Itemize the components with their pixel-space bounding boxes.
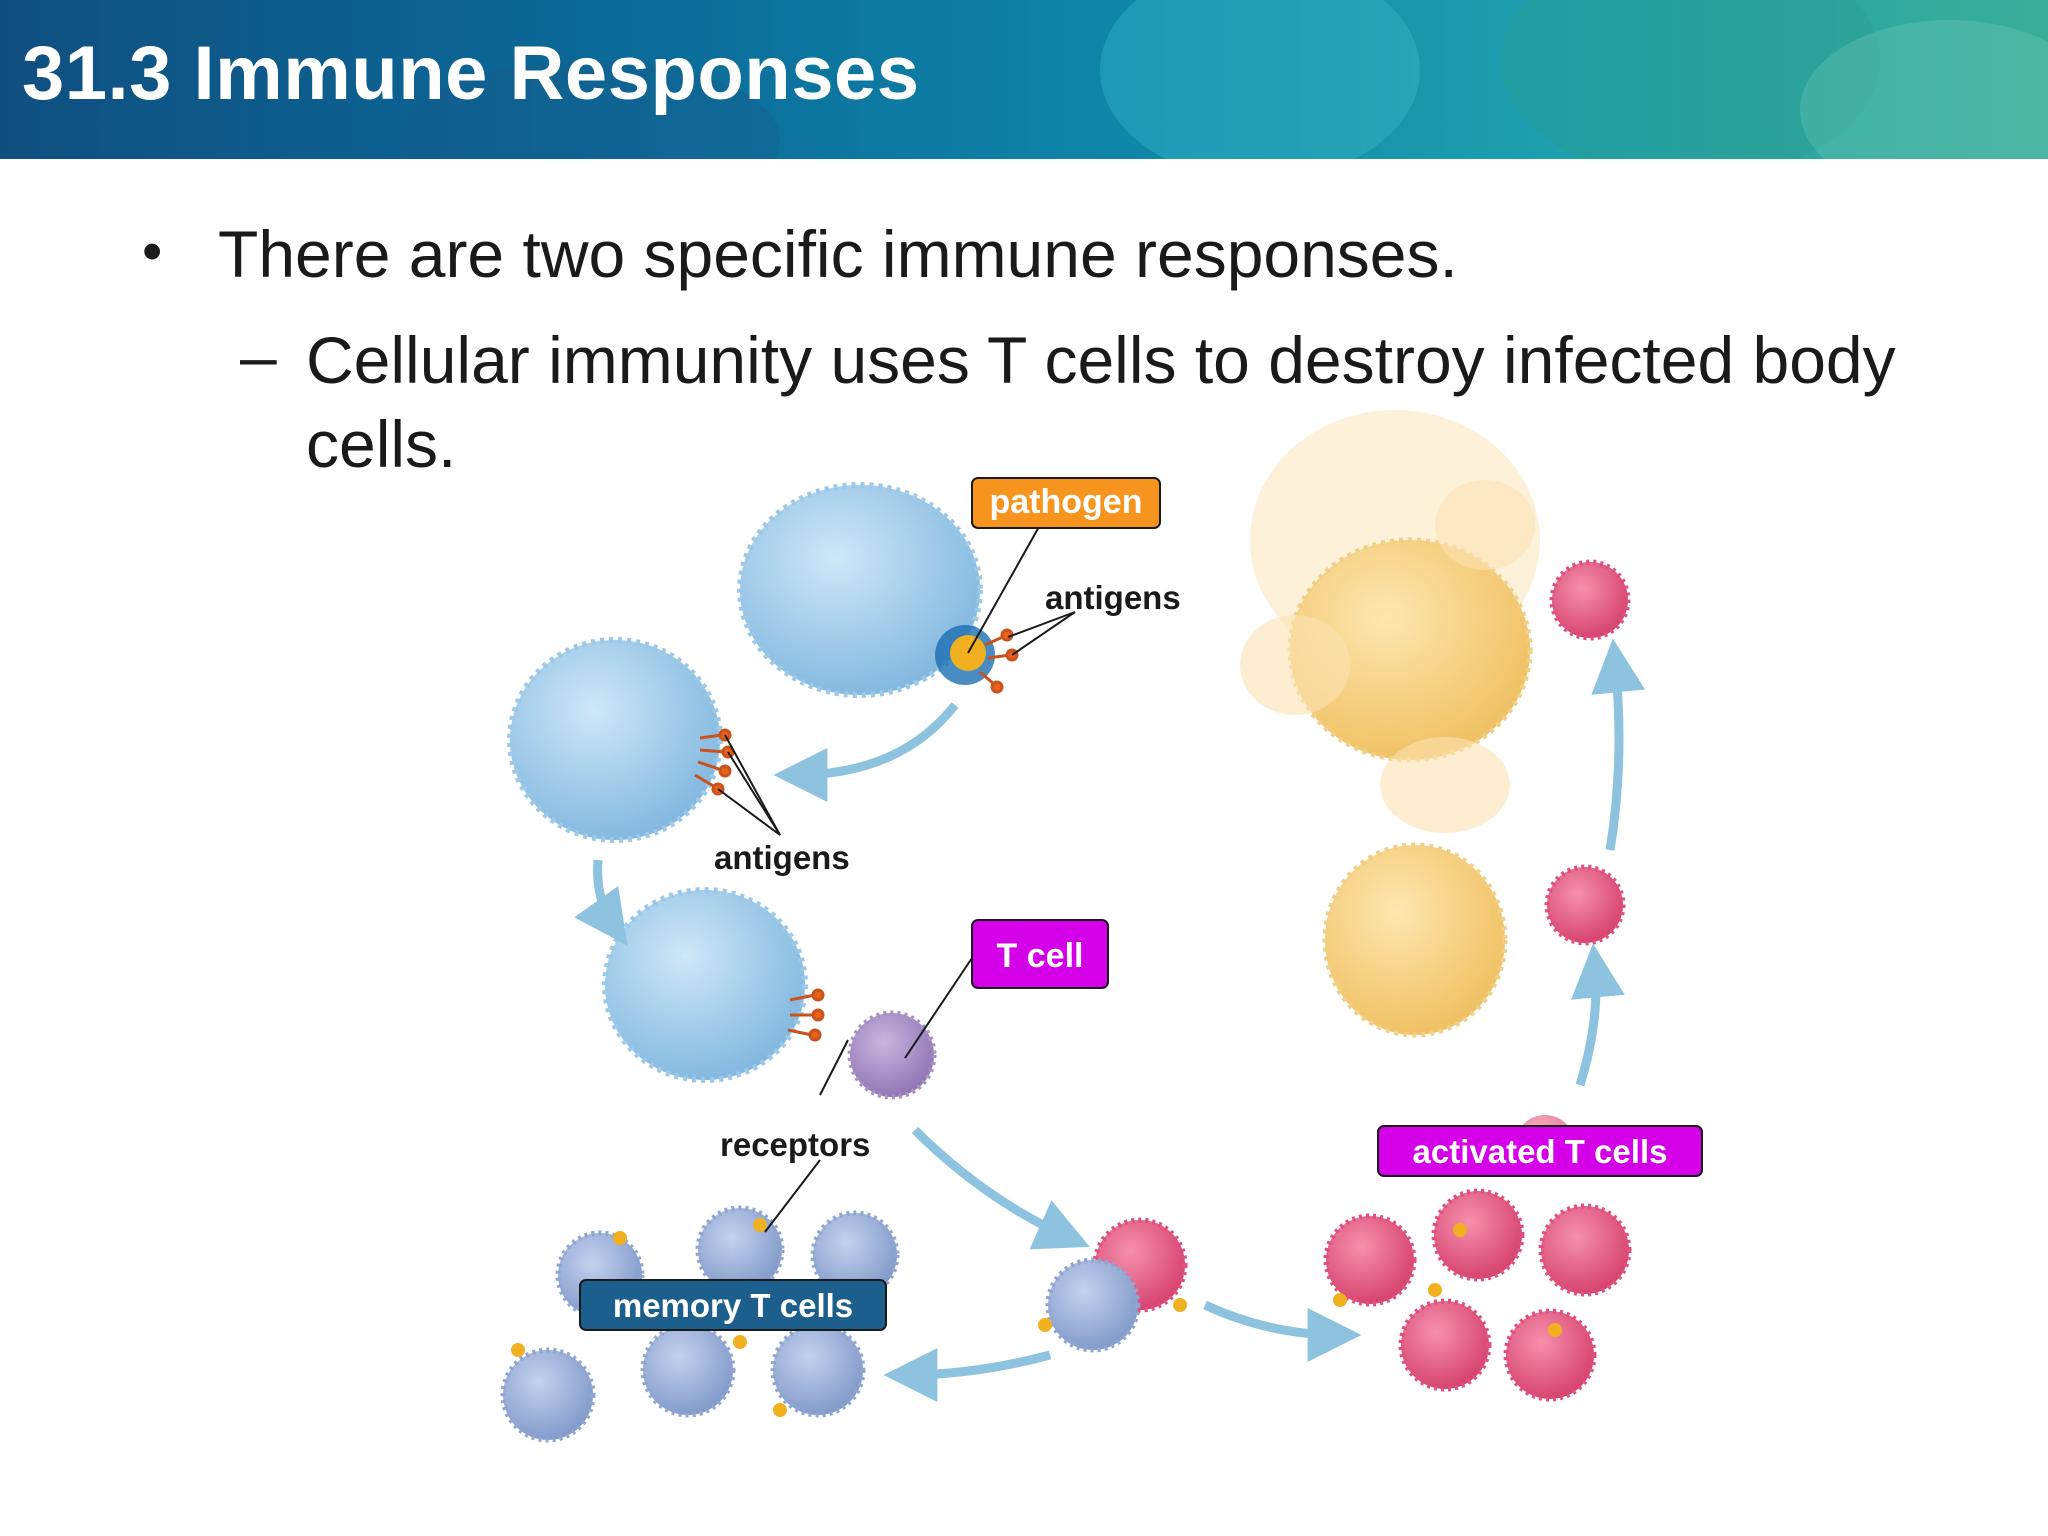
infected-cell-upper (1240, 410, 1540, 833)
activated-t-cell-attacking-top (1549, 559, 1631, 641)
activated-t-cells-label: activated T cells (1413, 1133, 1668, 1170)
macrophage-cell-binding (602, 887, 825, 1083)
arrow-binding-to-dividing (911, 1126, 1090, 1250)
antigens-label-top: antigens (1045, 579, 1181, 616)
arrow-dividing-to-activated (1203, 1300, 1362, 1362)
receptors-label: receptors (720, 1126, 870, 1163)
arrow-macrophage-to-presenting (773, 702, 959, 802)
arrow-presenting-to-binding (574, 859, 628, 946)
activated-t-cell-attacking-bottom (1544, 864, 1626, 946)
arrow-activated-to-lower-infected (1571, 943, 1625, 1087)
bullet-marker: • (142, 219, 163, 284)
activated-t-cell-cluster (1323, 1188, 1632, 1402)
slide-title: 31.3 Immune Responses (22, 31, 920, 116)
title-banner: 31.3 Immune Responses (0, 0, 2048, 159)
bullet-text: There are two specific immune responses. (218, 217, 1458, 291)
sub-bullet-text: Cellular immunity uses T cells to destro… (306, 323, 1896, 481)
dividing-t-cell (1038, 1217, 1188, 1353)
memory-t-cells-label: memory T cells (613, 1287, 853, 1324)
infected-cell-lower (1322, 842, 1508, 1038)
t-cell (847, 1010, 937, 1100)
memory-t-cells-label-box (579, 1279, 887, 1331)
macrophage-cell-left (507, 637, 735, 843)
t-cell-label: T cell (997, 937, 1084, 975)
callout-lines (717, 524, 1076, 1233)
arrow-to-upper-infected (1591, 638, 1646, 851)
memory-t-cell-cluster (500, 1205, 900, 1443)
pathogen-label-box (971, 477, 1161, 529)
t-cell-label-box (971, 919, 1109, 989)
arrow-dividing-to-memory (883, 1347, 1052, 1402)
antigens-label-left: antigens (714, 839, 850, 876)
pathogen-label: pathogen (990, 483, 1143, 521)
flow-arrows (574, 638, 1646, 1402)
sub-bullet-marker: – (240, 319, 277, 393)
activated-t-cells-label-box (1377, 1125, 1703, 1177)
macrophage-cell-top (737, 482, 1019, 698)
